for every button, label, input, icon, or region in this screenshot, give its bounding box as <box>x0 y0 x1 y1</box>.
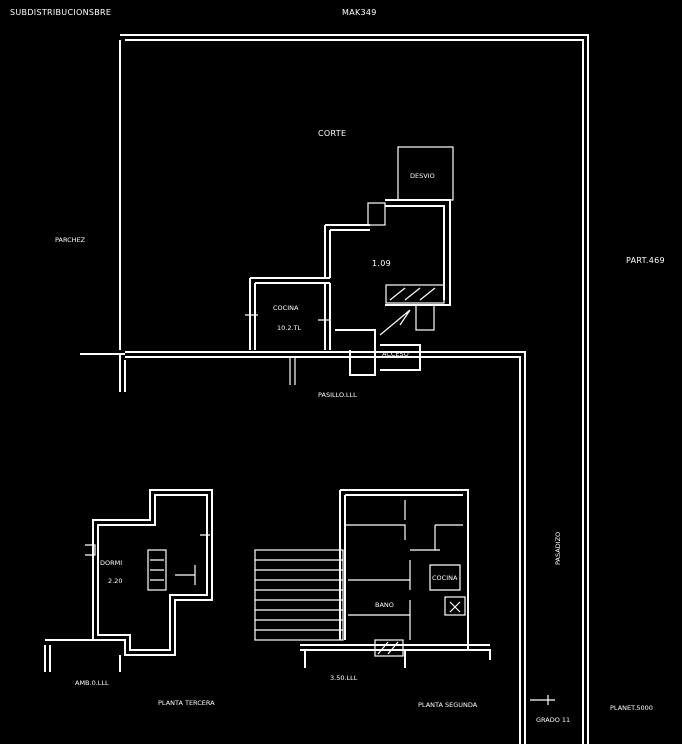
desvio-label: DESVIO <box>410 172 435 180</box>
top-left-title: SUBDISTRIBUCIONSBRE <box>10 8 111 17</box>
left-side-label: PARCHEZ <box>55 236 86 244</box>
left-block-label: DORMI <box>100 559 122 567</box>
mid-room-label: COCINA <box>432 574 458 582</box>
scale-label: GRADO 11 <box>536 716 570 724</box>
bottom-right-note: PLANET.5000 <box>610 704 653 712</box>
room-main-value: 1.09 <box>372 259 391 268</box>
access-label: ACCESO <box>382 350 409 358</box>
corte-label: CORTE <box>318 129 346 138</box>
planta-segunda-label: PLANTA SEGUNDA <box>418 701 478 709</box>
center-bottom-label: 3.50.LLL <box>330 674 358 682</box>
mid-room-bath: BANO <box>375 601 394 609</box>
room-left-value: 10.2.TL <box>277 324 302 332</box>
scale-marker <box>530 695 555 705</box>
left-lower-plan: DORMI 2.20 <box>44 489 213 672</box>
planta-tercera-label: PLANTA TERCERA <box>158 699 215 707</box>
upper-house-plan: DESVIO 1.09 COCINA 10.2.TL ACCESO <box>245 146 454 385</box>
left-block-value: 2.20 <box>108 577 122 585</box>
center-lower-plan: COCINA BANO <box>254 489 491 668</box>
top-center-title: MAK349 <box>342 8 377 17</box>
room-left-label: COCINA <box>273 304 299 312</box>
right-side-label: PART.469 <box>626 256 665 265</box>
left-block-bottom: AMB.0.LLL <box>75 679 109 687</box>
lot-boundary <box>80 34 589 744</box>
lower-wall-label: PASILLO.LLL <box>318 391 357 399</box>
vertical-label: PASADIZO <box>554 532 562 565</box>
